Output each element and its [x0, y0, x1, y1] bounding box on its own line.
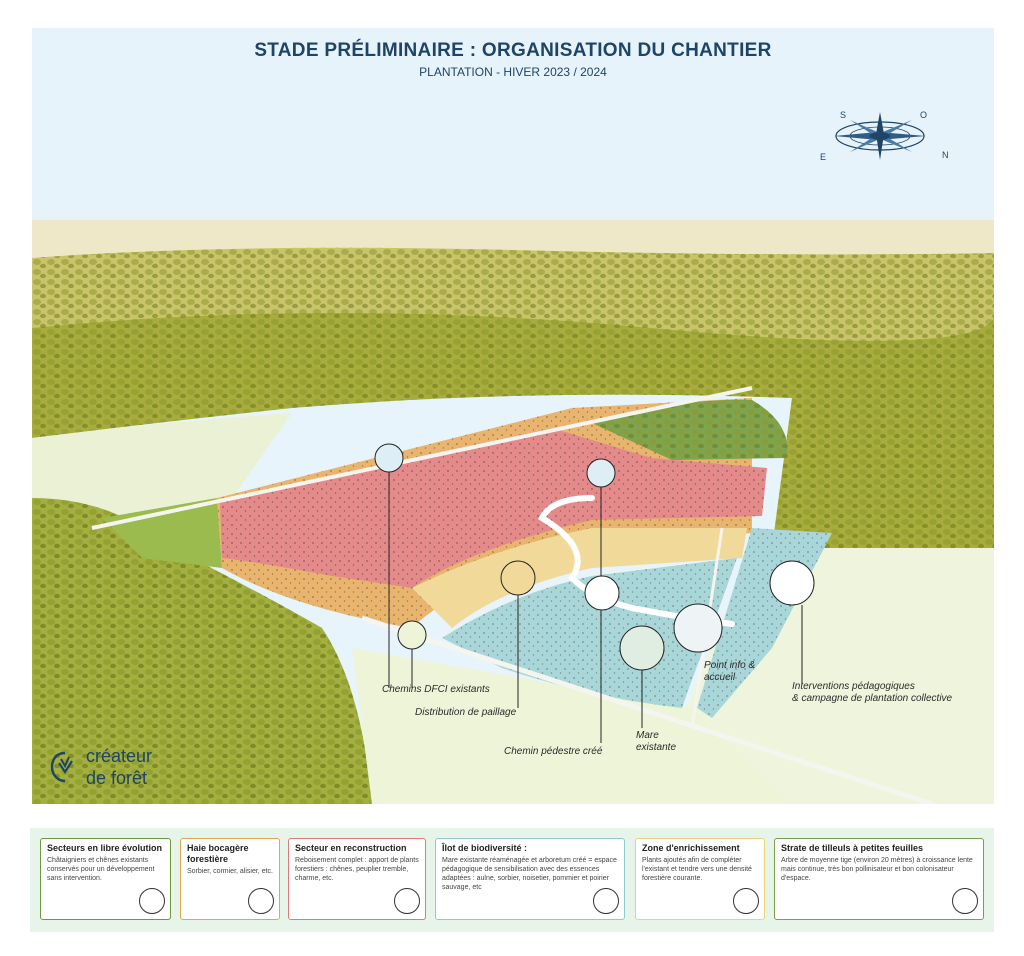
legend-title: Îlot de biodiversité :	[442, 843, 528, 853]
legend-card-tilleuls: Strate de tilleuls à petites feuilles Ar…	[774, 838, 984, 920]
foreground-forest-texture	[32, 498, 372, 804]
callout-circle-info	[673, 603, 723, 653]
compass-label-e: E	[820, 152, 827, 162]
page-title: STADE PRÉLIMINAIRE : ORGANISATION DU CHA…	[254, 40, 772, 61]
legend-title: Haie bocagère forestière	[187, 843, 249, 864]
callout-circle-pond	[619, 625, 665, 671]
callout-interventions-line2: & campagne de plantation collective	[792, 693, 953, 704]
main-road	[361, 615, 933, 804]
callout-mare-line1: Mare	[636, 730, 659, 741]
sky	[32, 28, 994, 228]
legend-title: Zone d'enrichissement	[642, 843, 740, 853]
page-subtitle: PLANTATION - HIVER 2023 / 2024	[419, 65, 607, 79]
reforestation-icon	[394, 888, 420, 914]
compass-label-o: O	[920, 110, 928, 120]
free-evolution-zone	[102, 498, 222, 568]
callout-interventions-line1: Interventions pédagogiques	[792, 681, 915, 692]
legend-card-biodiversite: Îlot de biodiversité : Mare existante ré…	[435, 838, 625, 920]
dfci-road	[91, 386, 753, 530]
callout-paillage: Distribution de paillage	[415, 707, 517, 718]
logo-icon	[50, 750, 80, 784]
legend-text: Sorbier, cormier, alisier, etc.	[187, 868, 273, 875]
landscape-illustration	[32, 220, 994, 804]
callout-mare-line2: existante	[636, 742, 677, 753]
compass-rose-icon: S O E N	[820, 108, 950, 168]
legend-title: Secteur en reconstruction	[295, 843, 407, 853]
callout-info-line1: Point info &	[704, 660, 756, 671]
bottom-meadow	[352, 648, 792, 804]
callout-circle-dfci-1	[374, 443, 404, 473]
legend-text: Châtaigniers et chênes existants conserv…	[47, 857, 155, 882]
legend-text: Arbre de moyenne tige (environ 20 mètres…	[781, 857, 973, 882]
legend-text: Mare existante réaménagée et arboretum c…	[442, 857, 617, 891]
compass-label-n: N	[942, 150, 949, 160]
legend-card-libre-evolution: Secteurs en libre évolution Châtaigniers…	[40, 838, 171, 920]
linden-row-icon	[952, 888, 978, 914]
callout-chemin: Chemin pédestre créé	[504, 746, 603, 757]
legend-card-enrichissement: Zone d'enrichissement Plants ajoutés afi…	[635, 838, 765, 920]
callout-circle-interventions	[769, 560, 815, 606]
legend-card-haie: Haie bocagère forestière Sorbier, cormie…	[180, 838, 280, 920]
callout-circle-path-1	[586, 458, 616, 488]
footpath	[538, 495, 735, 627]
legend-title: Secteurs en libre évolution	[47, 843, 163, 853]
hedge-icon	[248, 888, 274, 914]
callout-circle-dfci-2	[397, 620, 427, 650]
pond-icon	[593, 888, 619, 914]
logo: créateur de forêt	[50, 744, 190, 794]
callout-info-line2: accueil	[704, 672, 736, 683]
logo-text-line1: créateur	[86, 746, 153, 766]
callout-circle-paillage	[500, 560, 536, 596]
legend-text: Reboisement complet : apport de plants f…	[295, 857, 419, 882]
legend: Secteurs en libre évolution Châtaigniers…	[30, 828, 994, 932]
logo-text-line2: de forêt	[86, 768, 148, 788]
legend-title: Strate de tilleuls à petites feuilles	[781, 843, 924, 853]
callout-dfci: Chemins DFCI existants	[382, 684, 490, 695]
compass-label-s: S	[840, 110, 847, 120]
enrichment-zone	[412, 528, 747, 628]
legend-card-reconstruction: Secteur en reconstruction Reboisement co…	[288, 838, 426, 920]
illustrated-map: STADE PRÉLIMINAIRE : ORGANISATION DU CHA…	[32, 28, 994, 804]
enrichment-icon	[733, 888, 759, 914]
mid-forest-texture	[32, 313, 994, 548]
tree-cluster-icon	[139, 888, 165, 914]
callout-circle-path-2	[584, 575, 620, 611]
legend-text: Plants ajoutés afin de compléter l'exist…	[642, 857, 752, 882]
